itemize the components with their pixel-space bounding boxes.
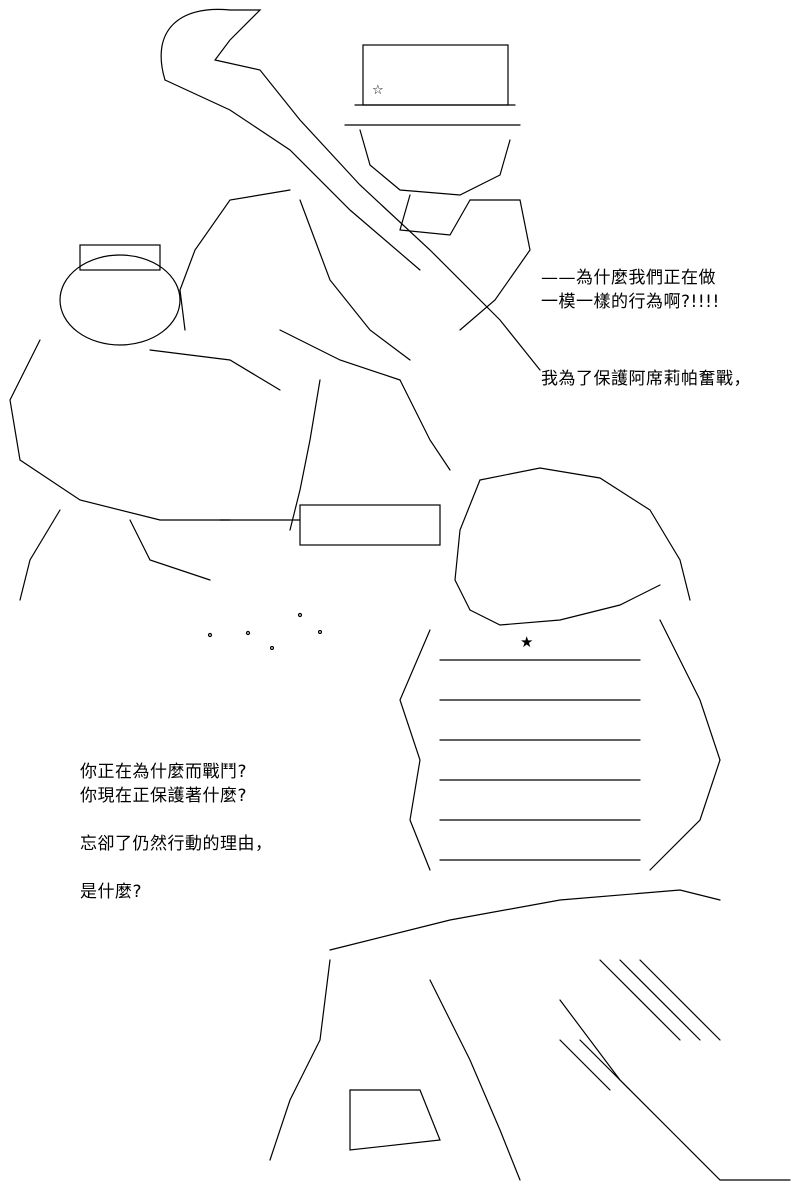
second-figure-leg-2 [129,519,211,581]
leg-upper [269,959,331,1161]
hair-left [454,479,481,611]
leg-lower [559,999,791,1181]
hair-top [479,467,691,601]
dot-1 [207,632,213,638]
leg-mid [429,979,521,1181]
rifle-barrel-lower [164,79,421,271]
held-weapon [299,504,441,546]
caption-left-line-2: 你現在正保護著什麼? [80,786,248,806]
soldier-leg-right [399,379,451,471]
soldier-leg-left [289,379,321,531]
caption-top: ——為什麼我們正在做 一模一樣的行為啊?!!!! [541,266,781,314]
torso-stripes [439,659,641,861]
caption-middle: 我為了保護阿席莉帕奮戰， [541,367,791,391]
diagonal-shading [559,959,721,1091]
soldier-hat-crown [362,44,509,106]
second-figure-arm [149,349,281,391]
rifle-barrel [214,59,541,371]
dot-5 [269,645,275,651]
torso-right [649,619,721,871]
dot-2 [245,630,251,636]
arm-lower [329,889,721,951]
torso-left [399,629,431,871]
caption-middle-line-1: 我為了保護阿席莉帕奮戰， [541,369,751,389]
soldier-coat-left [179,189,291,331]
dot-3 [297,612,303,618]
caption-gap-2 [80,856,310,880]
second-figure-leg [19,509,61,601]
caption-top-line-1: ——為什麼我們正在做 [541,268,716,288]
caption-left-line-1: 你正在為什麼而戰鬥? [80,762,248,782]
soldier-face [359,129,511,196]
soldier-coat-right [459,199,531,331]
rifle-stock-curve [160,8,262,81]
hat-star-icon: ☆ [372,83,384,98]
face-outline [469,584,661,626]
second-figure-body [9,339,231,521]
caption-left: 你正在為什麼而戰鬥? 你現在正保護著什麼? 忘卻了仍然行動的理由， 是什麼? [80,760,310,904]
soldier-belt [279,329,401,381]
soldier-neck [399,194,471,236]
lower-left-block [349,1089,441,1151]
caption-left-line-4: 是什麼? [80,882,143,902]
second-figure-head [59,254,181,346]
soldier-arm [299,199,411,361]
caption-gap [80,808,310,832]
second-figure-hat [79,244,161,271]
dot-4 [317,629,323,635]
caption-left-line-3: 忘卻了仍然行動的理由， [80,834,273,854]
solid-star-icon: ★ [520,633,534,651]
caption-top-line-2: 一模一樣的行為啊?!!!! [541,292,720,312]
